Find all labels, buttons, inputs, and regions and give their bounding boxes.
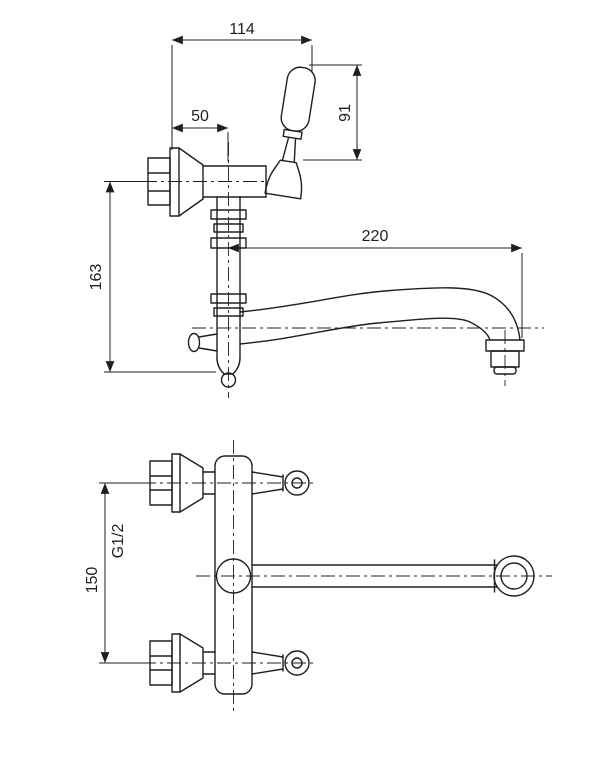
centerlines-side (143, 142, 544, 398)
dim-label-163: 163 (88, 264, 105, 291)
spout-side (239, 287, 521, 345)
wall-flange-top (171, 453, 216, 513)
dim-220: 220 (228, 228, 523, 338)
dim-114: 114 (171, 21, 313, 150)
dim-163: 163 (88, 181, 216, 373)
wall-flange-bottom (171, 633, 216, 693)
valve-body-side (202, 165, 267, 198)
dim-50: 50 (172, 108, 229, 161)
handle-top-front (251, 470, 310, 496)
lever-handle (264, 66, 316, 200)
dim-label-220: 220 (362, 228, 389, 245)
handle-bottom-front (251, 650, 310, 676)
side-view: 114 50 91 163 220 (88, 21, 544, 398)
column (210, 196, 247, 359)
thread-size-label: G1/2 (110, 524, 127, 559)
dim-label-150: 150 (84, 567, 101, 594)
dim-label-91: 91 (337, 104, 354, 122)
centerlines-front (142, 440, 552, 714)
thread-label: G1/2 (110, 524, 127, 559)
spout-mount (215, 558, 252, 594)
diverter-knob (187, 332, 218, 353)
wall-flange-side (169, 147, 204, 217)
spout-end-front (493, 555, 535, 597)
bottom-finial (216, 357, 241, 388)
dim-150: 150 (84, 482, 146, 664)
dim-91: 91 (303, 64, 362, 161)
spout-outlet (485, 339, 525, 375)
dim-label-50: 50 (191, 108, 209, 125)
dim-label-114: 114 (229, 21, 255, 38)
faucet-body-front (214, 455, 253, 695)
front-view: 150 G1/2 (84, 440, 552, 714)
